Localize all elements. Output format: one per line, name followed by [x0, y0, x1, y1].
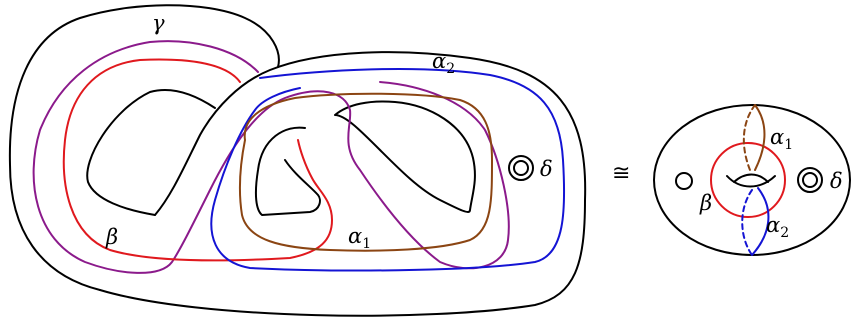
alpha1-label: α1	[348, 224, 371, 252]
right-beta-curve[interactable]	[710, 142, 786, 218]
gamma-label: γ	[152, 11, 165, 35]
right-alpha1-front[interactable]	[754, 104, 766, 171]
alpha2-label: α2	[432, 49, 455, 77]
right-handle-lower	[726, 175, 776, 188]
right-delta-outer	[797, 167, 823, 193]
beta-label: β	[105, 225, 118, 249]
beta-curve[interactable]	[62, 58, 333, 262]
right-hole	[334, 100, 476, 213]
right-handle-upper	[733, 173, 769, 183]
right-alpha2-front[interactable]	[751, 187, 770, 256]
left-surface	[8, 4, 587, 317]
right-delta-label: δ	[830, 169, 843, 193]
right-puncture	[675, 172, 693, 190]
surface-boundary-upper-lobe	[8, 4, 280, 291]
right-surface-boundary	[653, 104, 851, 256]
right-alpha1-label: α1	[770, 125, 793, 153]
left-hole	[86, 89, 216, 216]
right-alpha2-label: α2	[766, 213, 789, 241]
middle-hole	[254, 126, 321, 216]
right-alpha1-back[interactable]	[742, 104, 756, 171]
delta-boundary-outer	[508, 155, 534, 181]
right-beta-label: β	[699, 191, 712, 215]
delta-label: δ	[540, 157, 553, 181]
right-alpha2-back[interactable]	[741, 189, 753, 256]
surface-boundary-right-lobe	[99, 51, 587, 317]
alpha1-curve[interactable]	[238, 92, 493, 252]
right-surface	[653, 104, 851, 256]
delta-boundary-inner	[513, 160, 529, 176]
congruent-symbol: ≅	[612, 161, 630, 186]
alpha2-curve[interactable]	[210, 68, 566, 272]
right-delta-inner	[802, 172, 818, 188]
